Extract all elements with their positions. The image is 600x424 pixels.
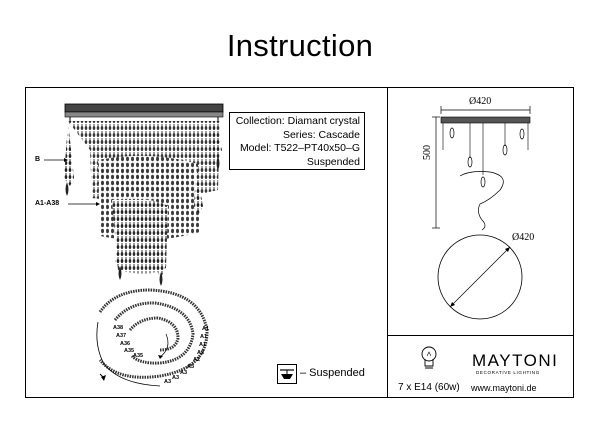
- spiral-label: A3: [180, 370, 188, 376]
- brand-website: www.maytoni.de: [471, 383, 537, 393]
- page-title: Instruction: [226, 28, 374, 63]
- light-bulb-icon: [421, 346, 437, 369]
- brand-logo: MAYTONI: [472, 351, 559, 370]
- suspended-mount-icon: [280, 369, 294, 379]
- divider-vertical: [387, 87, 388, 398]
- top-diameter-label: Ø420: [469, 96, 492, 107]
- spiral-label: A3: [187, 364, 195, 370]
- spiral-layout: [96, 288, 209, 387]
- spiral-label: A3: [164, 379, 172, 385]
- label-a-range: A1-A38: [35, 200, 60, 207]
- spiral-label: A1: [200, 334, 208, 340]
- spiral-label: A2: [197, 350, 205, 356]
- spiral-label: A35: [124, 348, 135, 354]
- height-label: 500: [422, 145, 433, 160]
- spiral-label: A36: [120, 341, 131, 347]
- lamp-crystal-cascade: [64, 121, 222, 286]
- instruction-frame: [25, 87, 574, 398]
- label-b: B: [35, 156, 41, 163]
- spiral-label: A1: [199, 342, 207, 348]
- brand-tagline: DECORATIVE LIGHTING: [476, 370, 540, 375]
- spiral-label: A2: [193, 357, 201, 363]
- top-view-drawing: [437, 234, 523, 320]
- spiral-label: A35: [133, 353, 144, 359]
- circle-diameter-label: Ø420: [512, 232, 535, 243]
- collection-text: Collection: Diamant crystal: [235, 115, 360, 127]
- type-text: Suspended: [306, 155, 360, 168]
- spiral-label: A37: [116, 333, 127, 339]
- product-info-box: Collection: Diamant crystal Series: Casc…: [229, 112, 365, 170]
- divider-horizontal: [387, 335, 574, 336]
- suspended-icon-frame: [277, 364, 297, 384]
- bulb-spec: 7 x E14 (60w): [398, 382, 460, 393]
- spiral-label: A1: [202, 326, 210, 332]
- suspended-label: – Suspended: [300, 367, 365, 379]
- spiral-label: A3: [172, 375, 180, 381]
- model-text: Model: T522–PT40x50–G: [239, 142, 360, 155]
- series-text: Series: Cascade: [282, 128, 360, 141]
- side-view-drawing: [432, 106, 531, 231]
- spiral-label: A38: [113, 325, 124, 331]
